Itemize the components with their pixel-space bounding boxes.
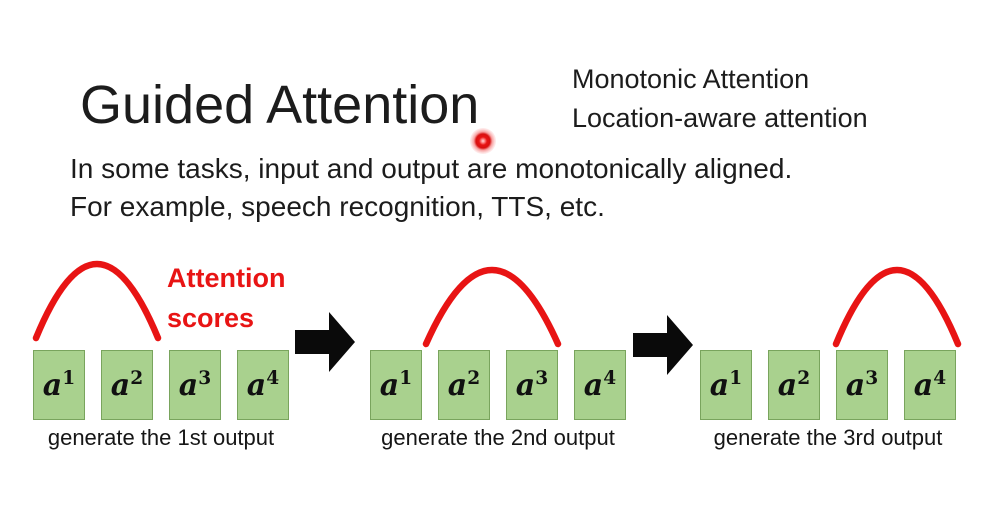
attention-scores-line-1: Attention: [167, 263, 286, 293]
vector-label: a1: [709, 367, 743, 403]
header-location-aware-attention: Location-aware attention: [572, 103, 868, 133]
attention-group-2: a1 a2 a3 a4 generate the 2nd output: [370, 350, 626, 451]
attention-group-1: a1 a2 a3 a4 generate the 1st output: [33, 350, 289, 451]
attention-scores-label: Attention scores: [167, 258, 285, 338]
input-vector-box-a3: a3: [506, 350, 558, 420]
input-vector-box-a1: a1: [700, 350, 752, 420]
body-text: In some tasks, input and output are mono…: [70, 150, 792, 226]
group-caption: generate the 1st output: [47, 425, 275, 450]
header-right: Monotonic Attention Location-aware atten…: [572, 60, 868, 138]
attention-curve-icon: [832, 266, 962, 348]
vector-label: a2: [447, 367, 481, 403]
vector-label: a2: [777, 367, 811, 403]
group-caption: generate the 3rd output: [713, 425, 943, 450]
body-line-1: In some tasks, input and output are mono…: [70, 153, 793, 184]
input-vector-box-a3: a3: [169, 350, 221, 420]
input-vector-box-a2: a2: [438, 350, 490, 420]
input-vector-row: a1 a2 a3 a4: [370, 350, 626, 420]
vector-label: a3: [515, 367, 549, 403]
right-arrow-icon: [633, 315, 693, 375]
right-arrow-icon: [295, 312, 355, 372]
vector-label: a4: [913, 367, 947, 403]
vector-label: a1: [42, 367, 76, 403]
header-monotonic-attention: Monotonic Attention: [572, 64, 810, 94]
laser-pointer-dot-icon: [470, 128, 496, 154]
group-caption: generate the 2nd output: [381, 425, 615, 450]
input-vector-box-a1: a1: [370, 350, 422, 420]
attention-scores-line-2: scores: [167, 303, 255, 333]
vector-label: a1: [379, 367, 413, 403]
body-line-2: For example, speech recognition, TTS, et…: [70, 191, 605, 222]
vector-label: a3: [178, 367, 212, 403]
page-title: Guided Attention: [80, 75, 480, 135]
input-vector-box-a4: a4: [237, 350, 289, 420]
vector-label: a3: [845, 367, 879, 403]
input-vector-box-a2: a2: [768, 350, 820, 420]
input-vector-row: a1 a2 a3 a4: [700, 350, 956, 420]
vector-label: a2: [110, 367, 144, 403]
input-vector-box-a3: a3: [836, 350, 888, 420]
attention-curve-icon: [32, 260, 162, 342]
attention-group-3: a1 a2 a3 a4 generate the 3rd output: [700, 350, 956, 451]
input-vector-box-a2: a2: [101, 350, 153, 420]
vector-label: a4: [246, 367, 280, 403]
input-vector-row: a1 a2 a3 a4: [33, 350, 289, 420]
input-vector-box-a4: a4: [574, 350, 626, 420]
vector-label: a4: [583, 367, 617, 403]
input-vector-box-a4: a4: [904, 350, 956, 420]
attention-curve-icon: [422, 267, 562, 348]
input-vector-box-a1: a1: [33, 350, 85, 420]
